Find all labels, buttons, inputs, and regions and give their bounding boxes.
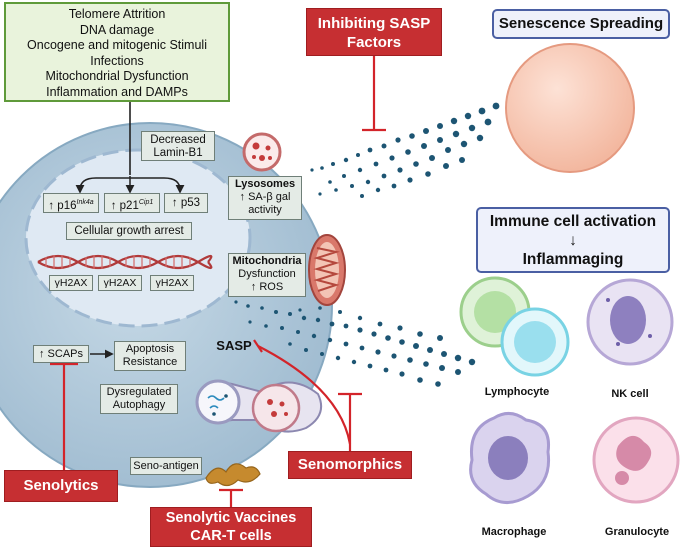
p16-box: ↑ p16Ink4a bbox=[43, 193, 99, 213]
inhibitor-lines bbox=[50, 56, 386, 508]
growth-arrest-box: Cellular growth arrest bbox=[66, 222, 192, 240]
dna-helix-icon bbox=[37, 254, 213, 270]
lymphocyte-label: Lymphocyte bbox=[484, 386, 550, 398]
sasp-dots bbox=[234, 102, 500, 387]
apoptosis-resistance-box: Apoptosis Resistance bbox=[114, 341, 186, 371]
mitochondria-icon bbox=[308, 234, 346, 306]
stressor-item: Telomere Attrition bbox=[68, 7, 166, 21]
autophagy-line: Dysregulated bbox=[106, 386, 172, 398]
lamin-b1-box: Decreased Lamin-B1 bbox=[141, 131, 215, 161]
immune-activation-line: Immune cell activation bbox=[489, 213, 657, 230]
senomorphics-box: Senomorphics bbox=[288, 451, 412, 479]
p21-box: ↑ p21Cip1 bbox=[104, 193, 160, 213]
seno-antigen-icon bbox=[205, 463, 261, 487]
stressor-item: Infections bbox=[90, 53, 144, 68]
spreading-senescent-cell bbox=[505, 43, 635, 173]
nk-cell-icon bbox=[586, 278, 674, 366]
granulocyte-icon bbox=[592, 416, 680, 504]
senolytics-box: Senolytics bbox=[4, 470, 118, 502]
p16-label: ↑ p16 bbox=[48, 199, 77, 212]
apoptosis-line: Resistance bbox=[122, 356, 178, 368]
sasp-label: SASP bbox=[216, 338, 252, 353]
lysosomes-title: Lysosomes bbox=[234, 178, 296, 190]
autophagy-icon bbox=[195, 379, 322, 433]
inhibiting-sasp-line: Factors bbox=[346, 34, 402, 51]
p21-superscript: Cip1 bbox=[138, 199, 154, 206]
apoptosis-line: Apoptosis bbox=[125, 343, 175, 355]
mitochondria-line: ↑ ROS bbox=[250, 281, 284, 293]
scaps-box: ↑ SCAPs bbox=[33, 345, 89, 363]
stressor-item: Oncogene and mitogenic Stimuli bbox=[27, 38, 207, 52]
lamin-line: Lamin-B1 bbox=[153, 147, 203, 159]
p53-box: ↑ p53 bbox=[164, 193, 208, 213]
lysosomes-line: ↑ SA-β gal bbox=[239, 191, 291, 203]
stressor-item: DNA damage bbox=[79, 22, 155, 37]
granulocyte-label: Granulocyte bbox=[604, 526, 670, 538]
seno-antigen-box: Seno-antigen bbox=[130, 457, 202, 475]
senolytic-vaccines-box: Senolytic Vaccines CAR-T cells bbox=[150, 507, 312, 547]
lymphocyte-icon bbox=[459, 276, 570, 377]
nk-cell-label: NK cell bbox=[611, 388, 649, 400]
vaccines-line: CAR-T cells bbox=[190, 528, 272, 544]
gh2ax-label: γH2AX bbox=[150, 275, 194, 291]
lamin-line: Decreased bbox=[150, 134, 206, 146]
inhibiting-sasp-line: Inhibiting SASP bbox=[317, 15, 431, 32]
p16-superscript: Ink4a bbox=[76, 199, 94, 206]
stressor-item: Mitochondrial Dysfunction bbox=[45, 69, 189, 83]
gh2ax-label: γH2AX bbox=[49, 275, 93, 291]
immune-activation-box: Immune cell activation ↓ Inflammaging bbox=[476, 207, 670, 273]
macrophage-icon bbox=[469, 412, 551, 504]
p21-label: ↑ p21 bbox=[110, 199, 139, 212]
inhibiting-sasp-box: Inhibiting SASP Factors bbox=[306, 8, 442, 56]
mitochondria-line: Dysfunction bbox=[238, 268, 296, 280]
lysosomes-line: activity bbox=[248, 204, 282, 216]
mitochondria-box: Mitochondria Dysfunction ↑ ROS bbox=[228, 253, 306, 297]
senescence-spreading-box: Senescence Spreading bbox=[492, 9, 670, 39]
lysosome-icon bbox=[242, 132, 282, 172]
stressor-item: Inflammation and DAMPs bbox=[46, 84, 188, 99]
stressors-box: Telomere Attrition DNA damage Oncogene a… bbox=[4, 2, 230, 102]
lysosomes-box: Lysosomes ↑ SA-β gal activity bbox=[228, 176, 302, 220]
mitochondria-title: Mitochondria bbox=[232, 255, 302, 267]
macrophage-label: Macrophage bbox=[481, 526, 547, 538]
inflammaging-line: Inflammaging bbox=[522, 251, 624, 268]
autophagy-box: Dysregulated Autophagy bbox=[100, 384, 178, 414]
vaccines-line: Senolytic Vaccines bbox=[165, 510, 297, 526]
autophagy-line: Autophagy bbox=[112, 399, 166, 411]
down-arrow: ↓ bbox=[569, 232, 577, 249]
gh2ax-label: γH2AX bbox=[98, 275, 142, 291]
